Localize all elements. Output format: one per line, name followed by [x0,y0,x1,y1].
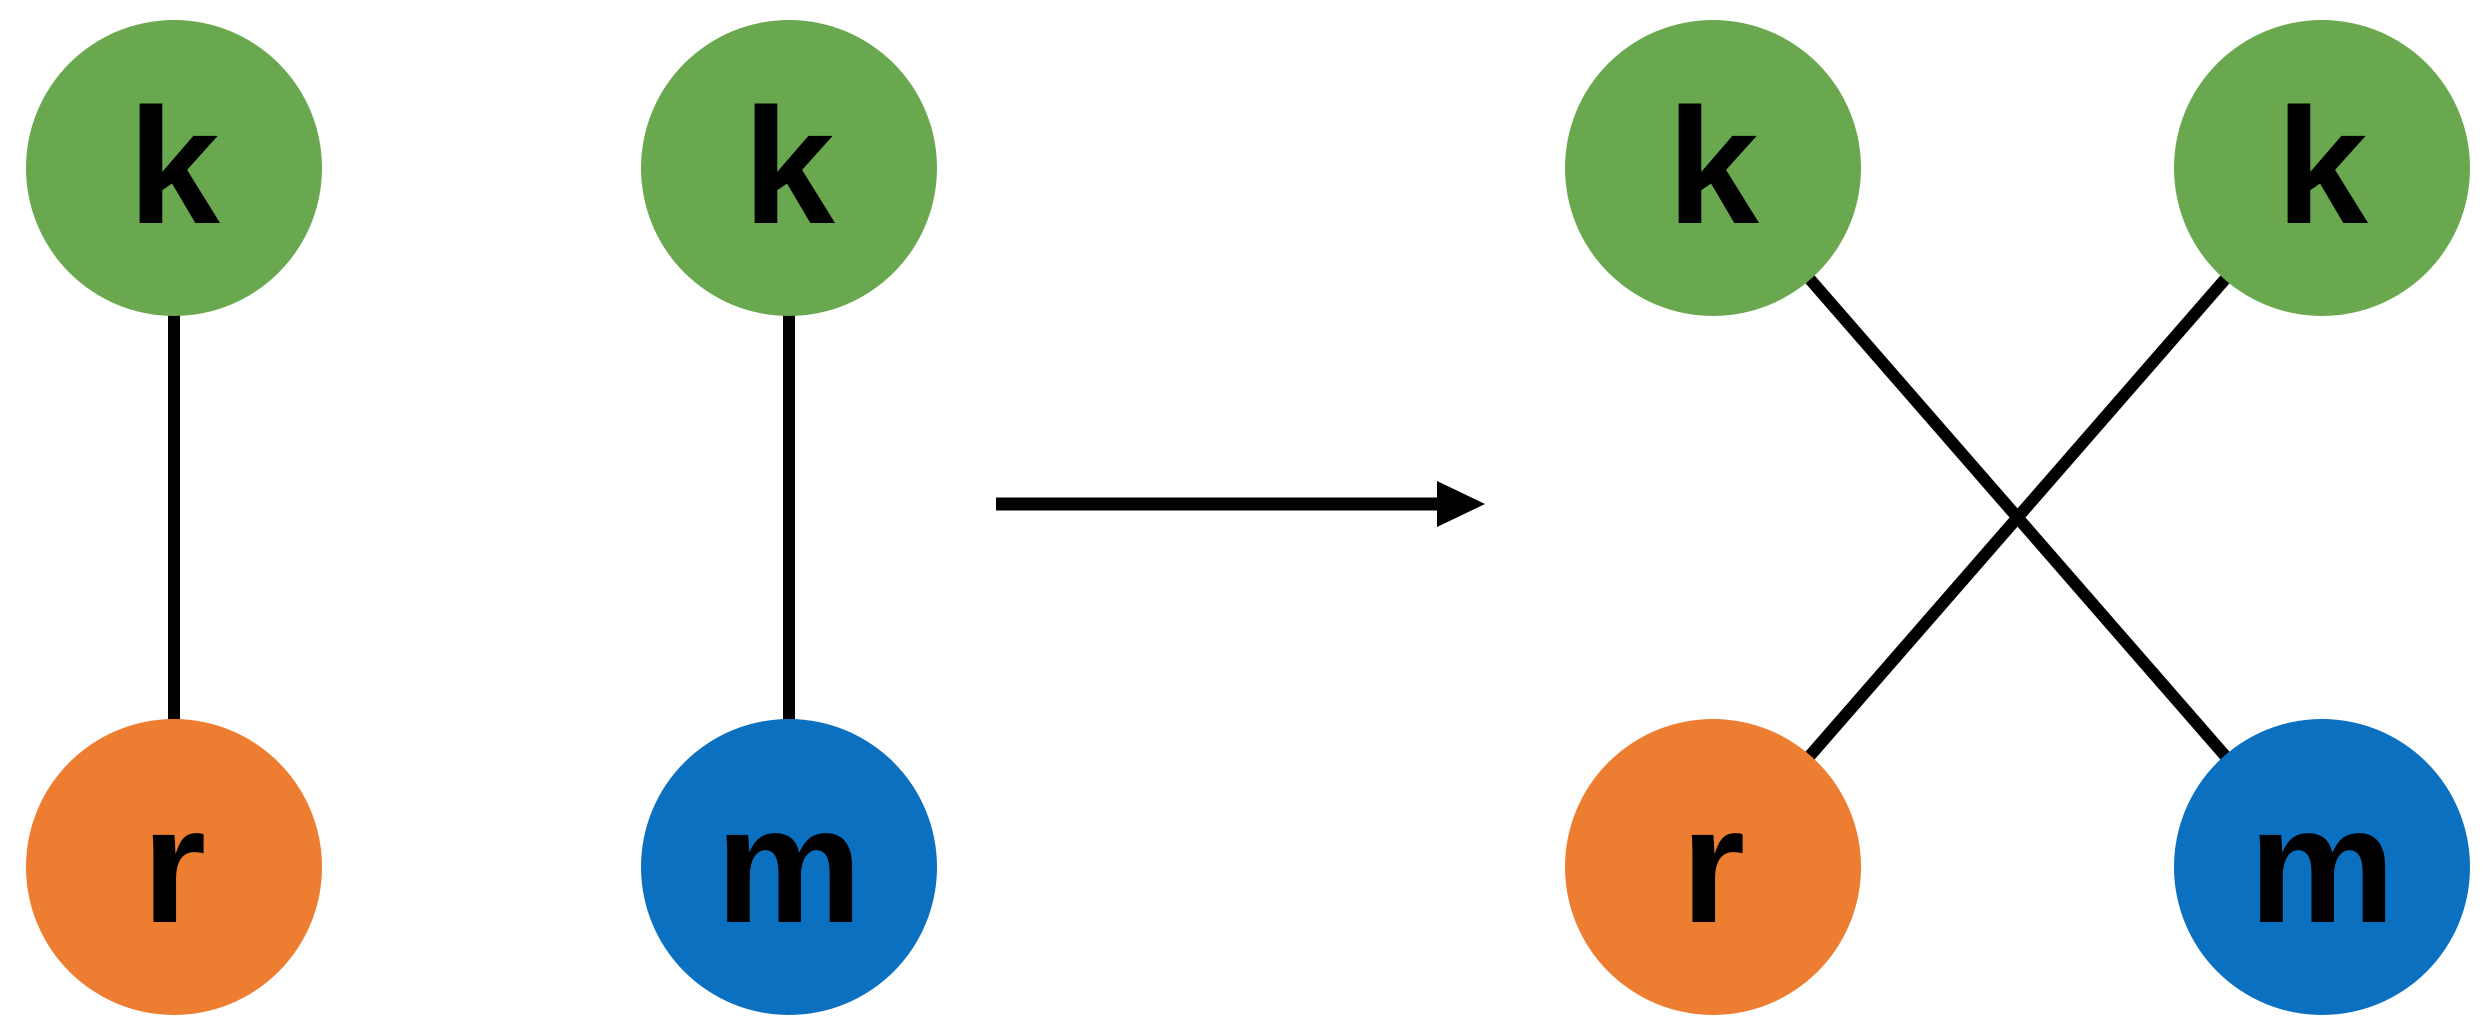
node-label-left-pair2-m: m [716,773,863,957]
node-left-pair1-k [26,20,322,316]
transform-arrow-head [1437,481,1485,527]
edge-right-k-right--right-r [1708,164,2327,871]
node-right-k-right [2174,20,2470,316]
node-right-r [1565,719,1861,1015]
node-label-left-pair1-r: r [142,773,206,957]
node-label-right-m: m [2249,773,2396,957]
node-left-pair1-r [26,719,322,1015]
node-left-pair2-m [641,719,937,1015]
node-right-m [2174,719,2470,1015]
node-label-right-r: r [1681,773,1745,957]
node-label-right-k-left: k [1667,74,1759,258]
node-left-pair2-k [641,20,937,316]
node-label-left-pair1-k: k [128,74,220,258]
node-label-right-k-right: k [2276,74,2368,258]
node-label-left-pair2-k: k [743,74,835,258]
node-right-k-left [1565,20,1861,316]
